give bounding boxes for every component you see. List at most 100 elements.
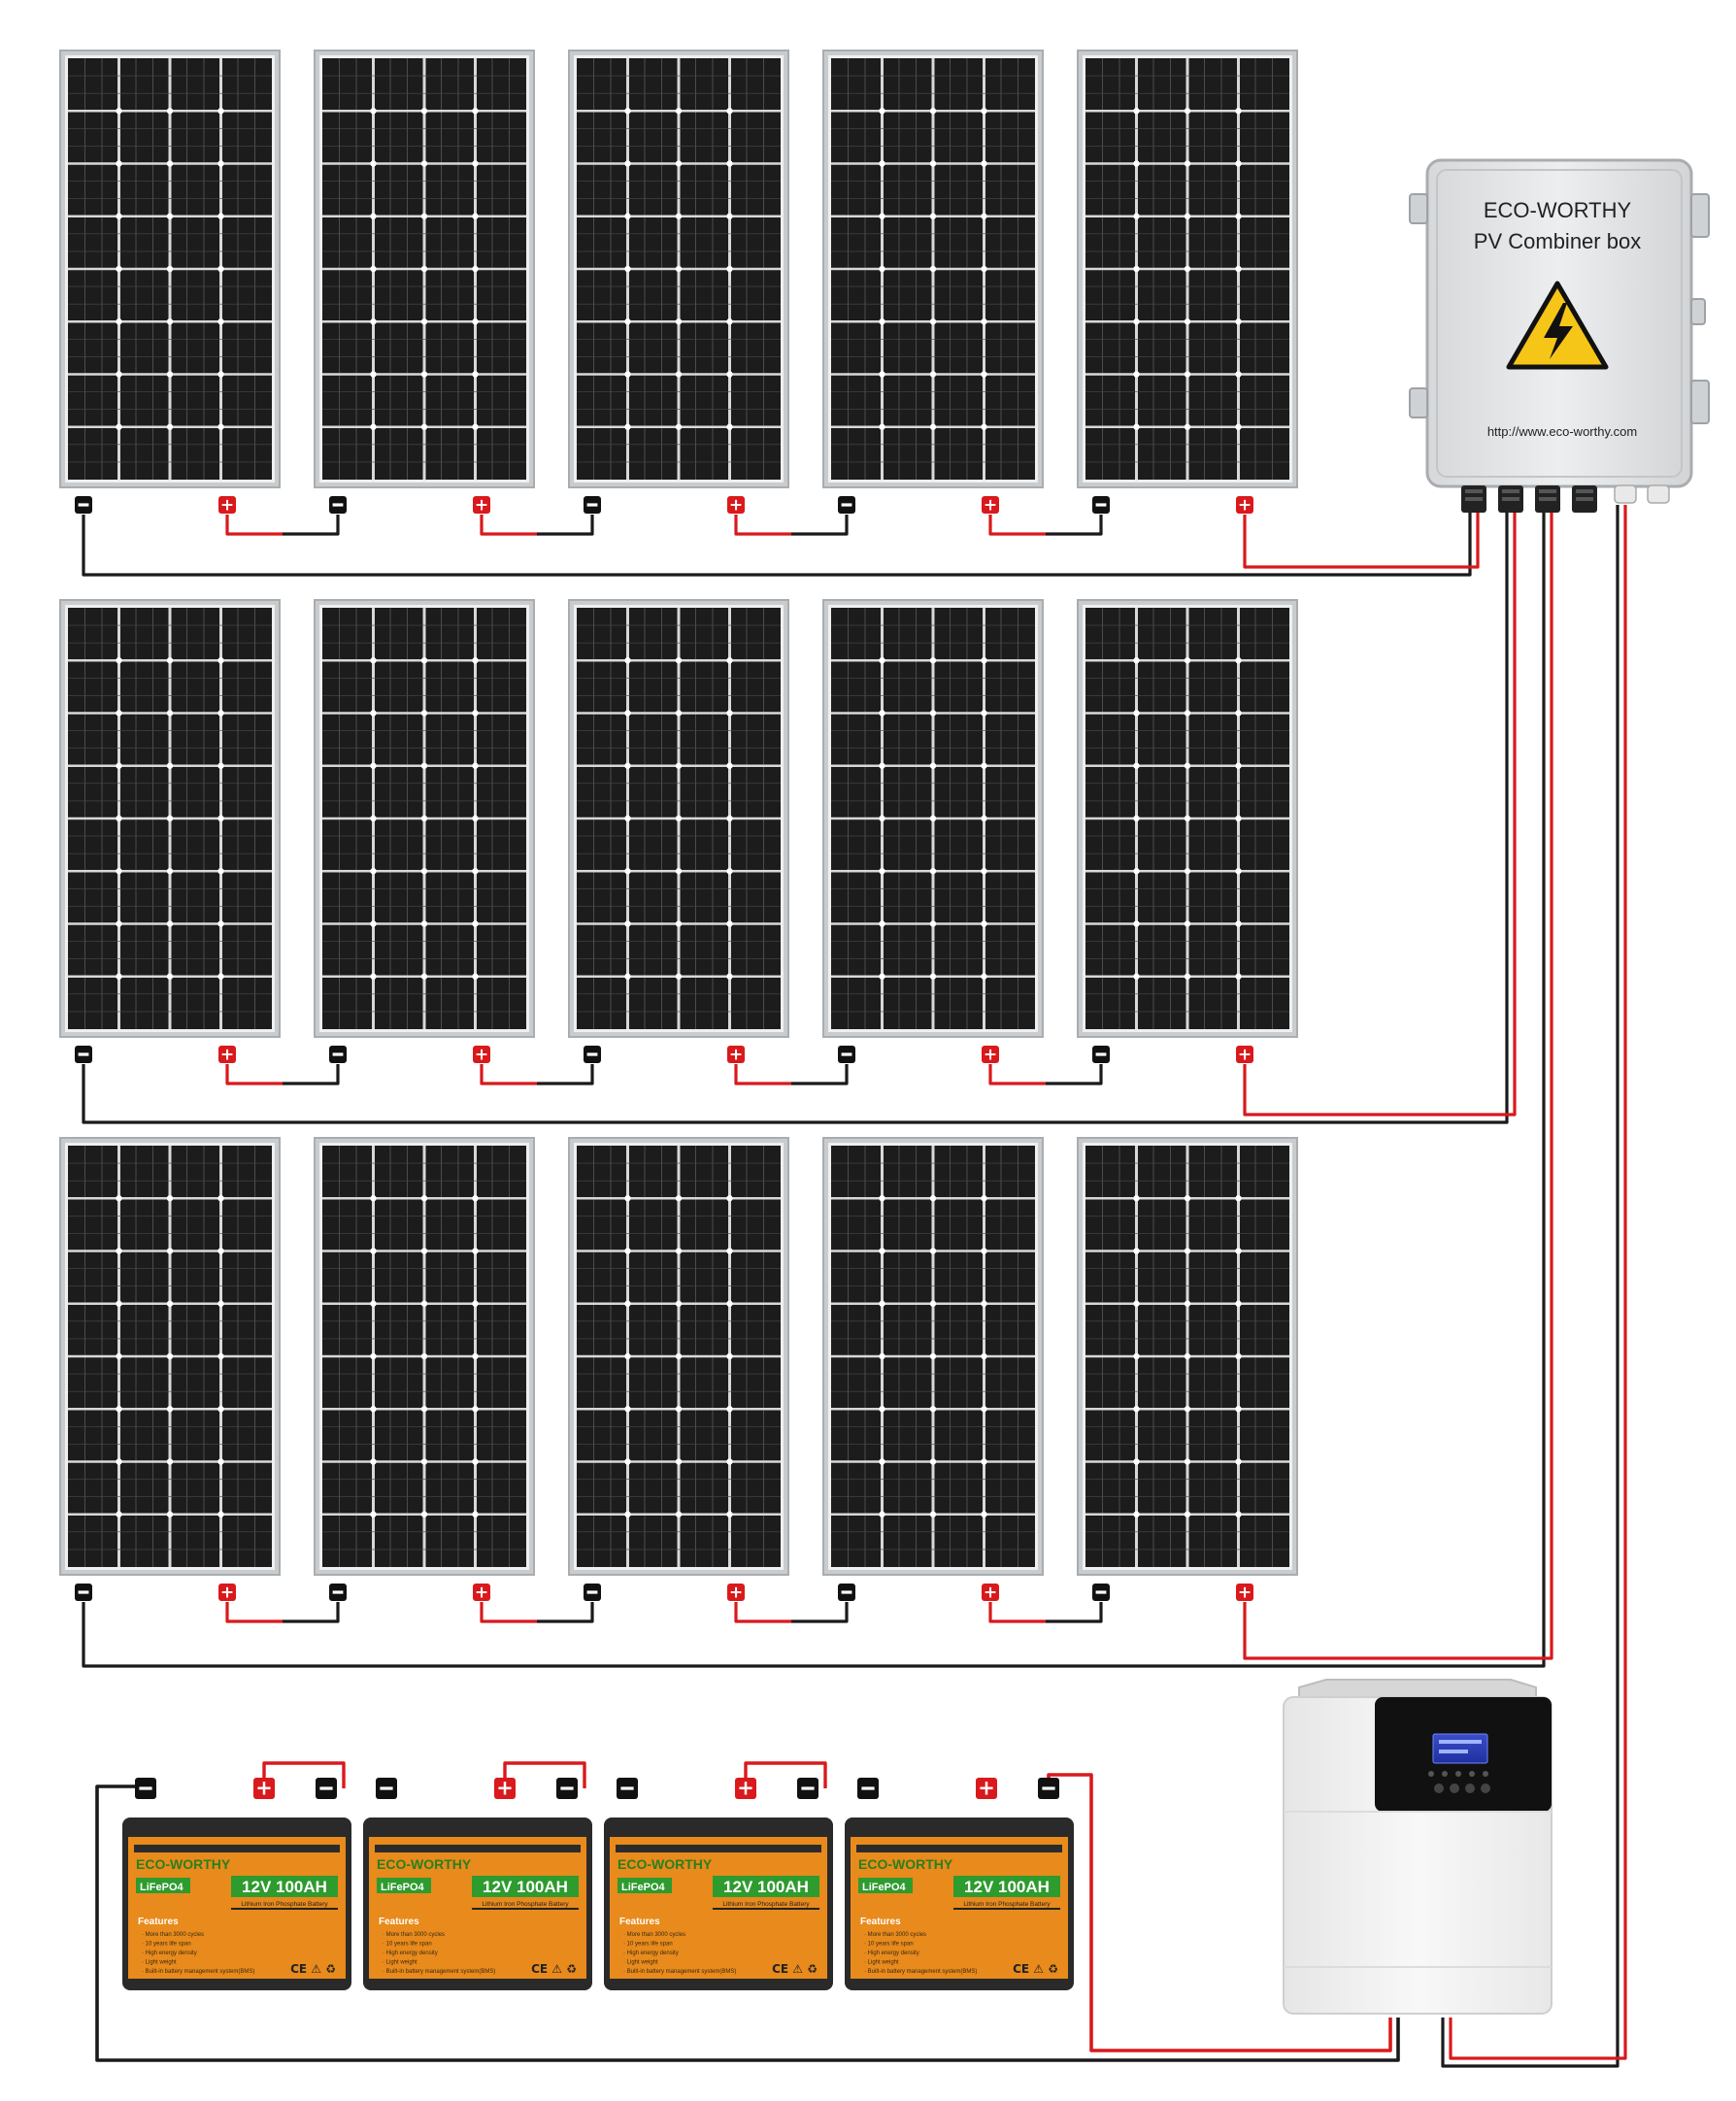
string-negative-lead-wire	[82, 513, 1509, 1124]
solar-panel-array	[59, 50, 1298, 1576]
positive-connector-icon: +	[473, 495, 490, 515]
combiner-hinge-left-top-icon	[1409, 193, 1428, 224]
positive-symbol: +	[220, 495, 234, 515]
certification-marks-icon: CE ⚠ ♻	[772, 1962, 818, 1976]
positive-symbol: +	[978, 1777, 995, 1800]
negative-connector-icon	[1038, 1778, 1059, 1799]
battery-features-title: Features	[138, 1917, 179, 1927]
solar-panel	[822, 50, 1044, 488]
combiner-latch-icon	[1690, 298, 1706, 325]
positive-symbol: +	[729, 495, 743, 515]
combiner-output-positive-wire	[1449, 505, 1627, 2060]
negative-connector-icon	[1092, 1584, 1110, 1601]
series-jumper-positive-wire	[480, 515, 537, 536]
battery-feature-item: · Built-in battery management system(BMS…	[142, 1969, 254, 1975]
positive-connector-icon: +	[218, 1045, 236, 1064]
negative-connector-icon	[838, 1584, 855, 1601]
negative-connector-icon	[75, 496, 92, 514]
battery-feature-item: · High energy density	[623, 1951, 679, 1956]
combiner-cable-glands	[1461, 484, 1670, 513]
battery-subtitle-label: Lithium Iron Phosphate Battery	[722, 1901, 810, 1908]
series-jumper-negative-wire	[283, 1602, 340, 1623]
battery-feature-item: · Light weight	[383, 1960, 417, 1966]
combiner-brand-label: ECO-WORTHY	[1484, 198, 1632, 222]
battery-subtitle-label: Lithium Iron Phosphate Battery	[482, 1901, 569, 1908]
series-jumper-positive-wire	[988, 515, 1046, 536]
series-jumper-negative-wire	[1046, 515, 1103, 536]
positive-connector-icon: +	[982, 1045, 999, 1064]
series-jumper-negative-wire	[283, 1064, 340, 1085]
negative-connector-icon	[1092, 496, 1110, 514]
positive-symbol: +	[984, 495, 997, 515]
series-jumper-positive-wire	[734, 515, 791, 536]
positive-connector-icon: +	[976, 1777, 997, 1800]
series-jumper-positive-wire	[225, 1064, 283, 1085]
negative-connector-icon	[329, 1046, 347, 1063]
series-jumper-negative-wire	[537, 515, 594, 536]
negative-connector-icon	[617, 1778, 638, 1799]
series-jumper-positive-wire	[988, 1064, 1046, 1085]
negative-connector-icon	[75, 1584, 92, 1601]
series-jumper-negative-wire	[791, 1602, 849, 1623]
negative-connector-icon	[135, 1778, 156, 1799]
solar-panel	[1077, 50, 1298, 488]
battery-feature-item: · Light weight	[623, 1960, 658, 1966]
positive-symbol: +	[220, 1045, 234, 1064]
solar-panel	[59, 1137, 281, 1576]
positive-connector-icon: +	[727, 1583, 745, 1602]
battery-subtitle-label: Lithium Iron Phosphate Battery	[241, 1901, 328, 1908]
wiring-layer	[82, 505, 1627, 2068]
battery-series-positive-wire	[773, 1761, 827, 1788]
battery-bank-positive-wire	[1047, 1773, 1392, 2052]
string-negative-lead-wire	[82, 513, 1546, 1668]
solar-panel	[568, 50, 789, 488]
positive-symbol: +	[729, 1045, 743, 1064]
series-jumper-negative-wire	[1046, 1602, 1103, 1623]
series-jumper-negative-wire	[791, 1064, 849, 1085]
battery-rating-label: 12V 100AH	[242, 1878, 327, 1896]
battery-feature-item: · 10 years life span	[383, 1942, 432, 1948]
positive-connector-icon: +	[473, 1583, 490, 1602]
positive-symbol: +	[475, 1583, 488, 1602]
battery-feature-item: · Light weight	[864, 1960, 899, 1966]
positive-connector-icon: +	[1236, 495, 1253, 515]
positive-connector-icon: +	[727, 495, 745, 515]
battery-feature-item: · More than 3000 cycles	[142, 1932, 204, 1938]
positive-symbol: +	[729, 1583, 743, 1602]
positive-symbol: +	[984, 1045, 997, 1064]
combiner-hinge-bottom-icon	[1690, 380, 1710, 424]
series-jumper-positive-wire	[734, 1602, 791, 1623]
series-jumper-negative-wire	[537, 1064, 594, 1085]
lcd-display-line	[1439, 1740, 1482, 1744]
negative-connector-icon	[797, 1778, 818, 1799]
battery-chemistry-label: LiFePO4	[862, 1882, 907, 1893]
battery-feature-item: · 10 years life span	[623, 1942, 673, 1948]
battery-feature-item: · High energy density	[864, 1951, 919, 1956]
positive-connector-icon: +	[1236, 1045, 1253, 1064]
lcd-display-icon	[1432, 1733, 1488, 1764]
panel-connectors: +++++++++++++++++++	[75, 495, 1253, 1800]
series-jumper-positive-wire	[225, 1602, 283, 1623]
positive-connector-icon: +	[982, 495, 999, 515]
negative-connector-icon	[1092, 1046, 1110, 1063]
battery-series-positive-wire	[291, 1761, 346, 1788]
positive-connector-icon: +	[473, 1045, 490, 1064]
battery-brand-label: ECO-WORTHY	[858, 1856, 953, 1872]
battery-feature-item: · More than 3000 cycles	[383, 1932, 445, 1938]
string-positive-lead-wire	[1243, 513, 1553, 1660]
combiner-hinge-top-icon	[1690, 193, 1710, 238]
positive-symbol: +	[475, 1045, 488, 1064]
series-jumper-negative-wire	[1046, 1064, 1103, 1085]
solar-panel	[314, 1137, 535, 1576]
solar-panel	[59, 599, 281, 1038]
battery-subtitle-label: Lithium Iron Phosphate Battery	[963, 1901, 1051, 1908]
positive-connector-icon: +	[982, 1583, 999, 1602]
negative-connector-icon	[838, 496, 855, 514]
positive-connector-icon: +	[253, 1777, 275, 1800]
solar-panel	[314, 50, 535, 488]
positive-connector-icon: +	[727, 1045, 745, 1064]
series-jumper-negative-wire	[537, 1602, 594, 1623]
battery-feature-item: · More than 3000 cycles	[623, 1932, 685, 1938]
